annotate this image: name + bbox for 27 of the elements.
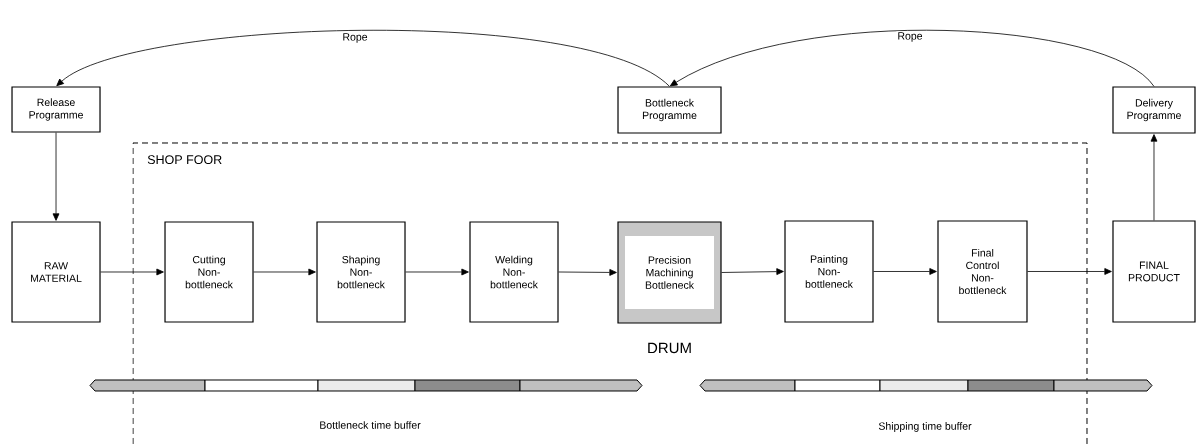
process-box: Welding Non-bottleneck: [469, 221, 559, 323]
arrow: [873, 268, 937, 275]
process-box: Final Control Non-bottleneck: [937, 220, 1028, 323]
arrow: [56, 29, 670, 87]
arrow: [1150, 134, 1158, 221]
arrow: [669, 30, 1155, 87]
buffer-label: Shipping time buffer: [878, 422, 972, 432]
process-box: Bottleneck Programme: [617, 86, 722, 134]
bottleneck-box: Precision Machining Bottleneck: [617, 221, 722, 324]
process-box: FINAL PRODUCT: [1112, 220, 1196, 323]
edge-label: Rope: [896, 31, 924, 43]
arrow: [52, 132, 60, 221]
process-box: Release Programme: [11, 86, 101, 133]
arrow: [253, 268, 316, 276]
drum-label: DRUM: [648, 342, 691, 354]
arrow: [405, 268, 469, 276]
edge-label: Rope: [341, 32, 369, 44]
process-box: Delivery Programme: [1112, 86, 1196, 134]
arrow: [100, 268, 164, 276]
process-box: Shaping Non-bottleneck: [316, 221, 406, 323]
process-box: Painting Non-bottleneck: [784, 220, 874, 323]
process-box: RAW MATERIAL: [11, 221, 101, 323]
arrow: [721, 268, 784, 275]
buffer-label: Bottleneck time buffer: [320, 421, 421, 429]
arrow: [1027, 268, 1112, 275]
arrow: [558, 269, 617, 276]
process-box: Cutting Non-bottleneck: [164, 221, 254, 323]
